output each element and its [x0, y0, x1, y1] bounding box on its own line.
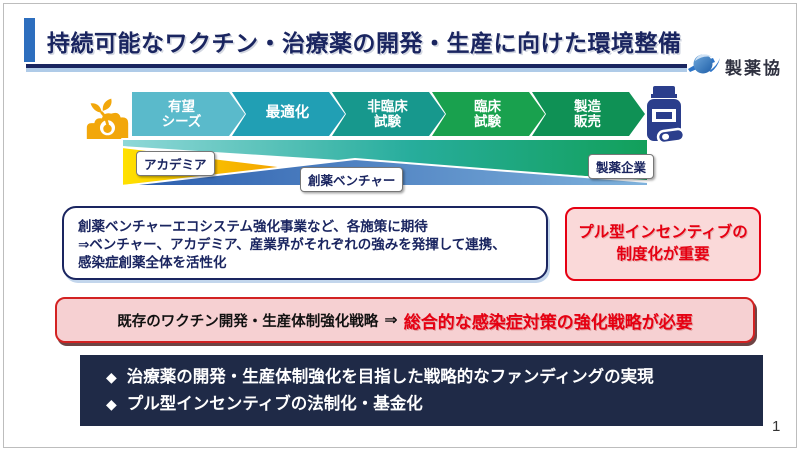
- summary-bullet-1: 治療薬の開発・生産体制強化を目指した戦略的なファンディングの実現: [126, 368, 654, 386]
- globe-icon: [687, 49, 721, 84]
- ecosystem-box: 創薬ベンチャーエコシステム強化事業など、各施策に期待 ⇒ベンチャー、アカデミア、…: [62, 206, 548, 280]
- title-accent-bar: [24, 18, 35, 62]
- stage-label: 非臨床: [367, 98, 408, 114]
- stage-label: 有望: [168, 98, 195, 114]
- pull-incentive-line-2: 制度化が重要: [616, 246, 710, 263]
- seedling-icon: [84, 93, 131, 145]
- academia-label: アカデミア: [136, 151, 215, 176]
- strategy-strip: 既存のワクチン開発・生産体制強化戦略 ⇒ 総合的な感染症対策の強化戦略が必要: [55, 297, 755, 343]
- stage-manufacture-sales: 製造 販売: [532, 92, 645, 136]
- diamond-bullet-icon: ◆: [106, 369, 117, 385]
- venture-label: 創薬ベンチャー: [300, 167, 404, 192]
- strategy-existing-text: 既存のワクチン開発・生産体制強化戦略: [117, 313, 379, 330]
- summary-bullet-row: ◆ プル型インセンティブの法制化・基金化: [106, 392, 763, 416]
- summary-box: ◆ 治療薬の開発・生産体制強化を目指した戦略的なファンディングの実現 ◆ プル型…: [80, 355, 763, 426]
- stage-promising-seeds: 有望 シーズ: [132, 92, 245, 136]
- summary-bullet-row: ◆ 治療薬の開発・生産体制強化を目指した戦略的なファンディングの実現: [106, 365, 763, 389]
- pull-incentive-box: プル型インセンティブの 制度化が重要: [565, 207, 761, 281]
- stage-label: 製造: [574, 98, 601, 114]
- ecosystem-line-2: ⇒ベンチャー、アカデミア、産業界がそれぞれの強みを発揮して連携、: [78, 237, 506, 252]
- summary-bullet-2: プル型インセンティブの法制化・基金化: [126, 395, 423, 413]
- jpma-logo: 製薬協: [687, 51, 791, 81]
- page-title: 持続可能なワクチン・治療薬の開発・生産に向けた環境整備: [47, 30, 682, 56]
- title-rule-dark: [26, 64, 687, 68]
- stage-label: シーズ: [161, 114, 202, 129]
- stage-optimization: 最適化: [232, 92, 345, 136]
- page-number: 1: [772, 418, 781, 435]
- stage-nonclinical-trial: 非臨床 試験: [332, 92, 445, 136]
- ecosystem-line-3: 感染症創薬全体を活性化: [78, 255, 227, 270]
- strategy-arrow: ⇒: [384, 312, 398, 329]
- stage-label: 販売: [574, 114, 601, 129]
- stage-label: 試験: [374, 114, 401, 129]
- logo-text: 製薬協: [725, 58, 782, 78]
- stage-label: 試験: [474, 114, 501, 129]
- title-rule-light: [26, 68, 687, 72]
- diamond-bullet-icon: ◆: [106, 396, 117, 412]
- strategy-needed-text: 総合的な感染症対策の強化戦略が必要: [403, 312, 693, 332]
- pharma-company-label: 製薬企業: [588, 154, 655, 179]
- ecosystem-line-1: 創薬ベンチャーエコシステム強化事業など、各施策に期待: [78, 219, 428, 234]
- medicine-bottle-icon: [643, 85, 688, 156]
- pull-incentive-line-1: プル型インセンティブの: [578, 224, 748, 241]
- stage-label: 臨床: [474, 98, 501, 114]
- stage-clinical-trial: 臨床 試験: [432, 92, 545, 136]
- stage-label: 最適化: [265, 105, 310, 122]
